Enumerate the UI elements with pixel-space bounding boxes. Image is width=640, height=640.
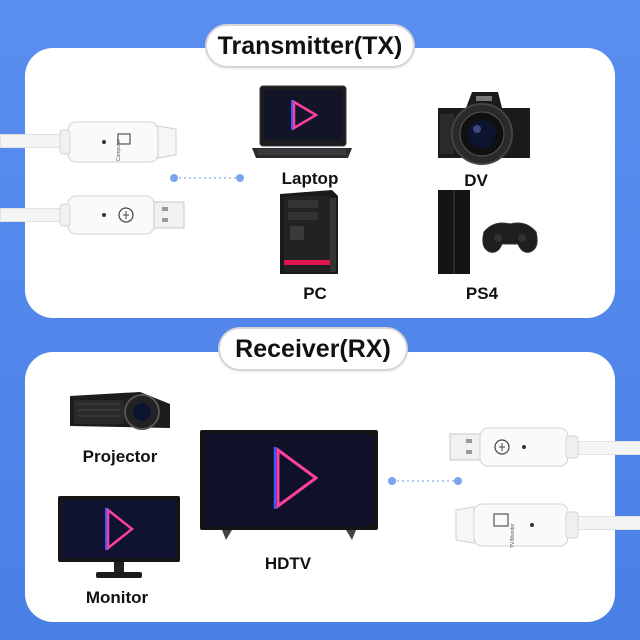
device-label-projector: Projector: [82, 447, 158, 466]
rx-dongle-text: TV/Monitor: [510, 523, 516, 548]
rx-hdmi-dongle-icon: [455, 503, 579, 547]
transmitter-title: Transmitter(TX): [205, 24, 415, 68]
hdtv-icon: [200, 430, 378, 540]
monitor-icon: [58, 496, 180, 578]
device-label-pc: PC: [303, 284, 327, 303]
tx-usb-dongle-icon: [59, 195, 185, 235]
tx-hdmi-dongle-icon: [59, 121, 177, 163]
device-label-monitor: Monitor: [85, 588, 149, 607]
ps4-console-icon: [438, 190, 538, 274]
rx-usb-dongle-icon: [449, 427, 579, 467]
projector-icon: [70, 392, 170, 430]
rx-connector-line: [388, 477, 462, 485]
device-label-hdtv: HDTV: [264, 554, 312, 573]
device-label-ps4: PS4: [465, 284, 499, 303]
receiver-title: Receiver(RX): [218, 327, 408, 371]
tx-connector-line: [170, 174, 244, 182]
device-label-dv: DV: [464, 171, 488, 190]
pc-tower-icon: [280, 190, 338, 274]
device-label-laptop: Laptop: [281, 169, 339, 188]
tx-dongle-text: Computer: [116, 139, 122, 161]
camera-icon: [438, 92, 530, 165]
laptop-icon: [252, 85, 352, 158]
